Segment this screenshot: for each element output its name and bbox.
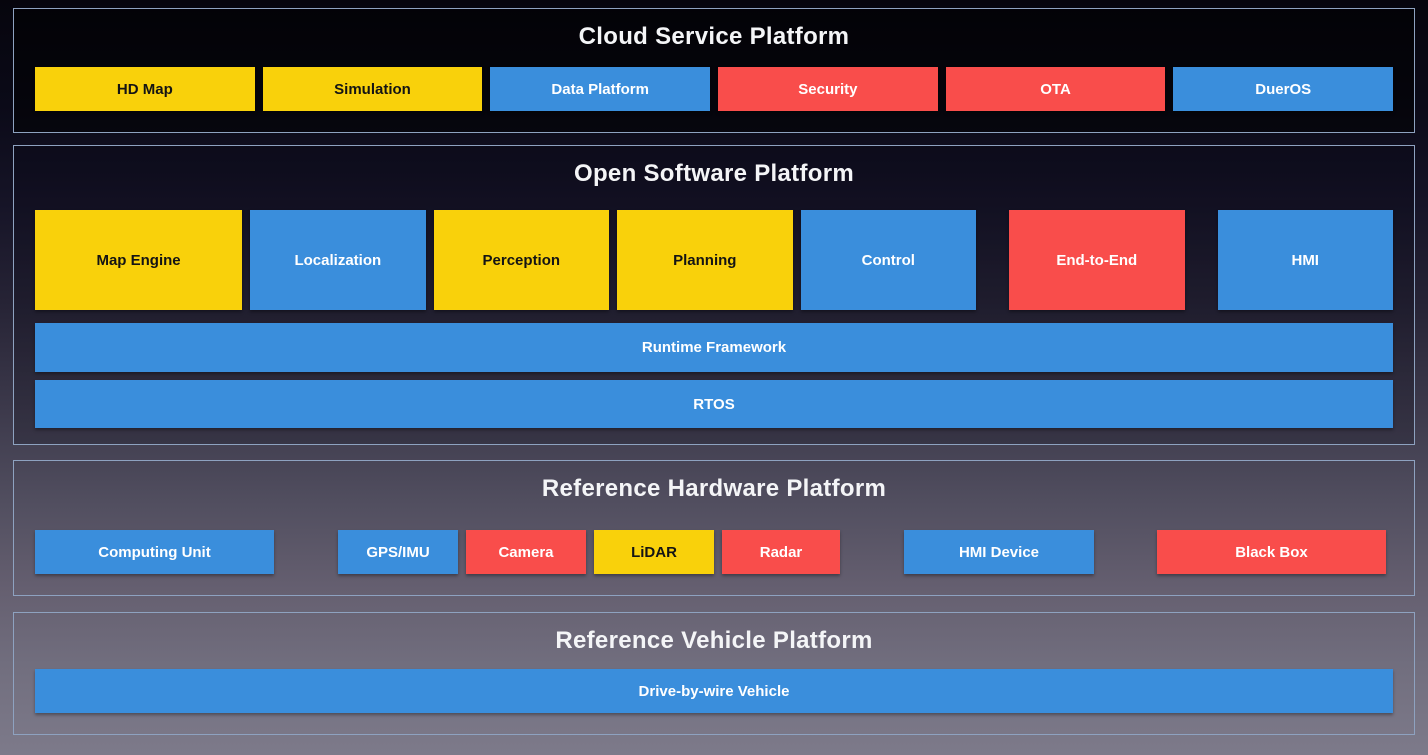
box-perception: Perception	[433, 210, 610, 310]
box-dueros: DuerOS	[1173, 67, 1394, 111]
box-security: Security	[718, 67, 938, 111]
box-localization: Localization	[250, 210, 426, 310]
open-software-platform-panel: Open Software Platform Map Engine Locali…	[13, 145, 1415, 445]
box-hmi-device: HMI Device	[904, 530, 1094, 574]
box-data-platform: Data Platform	[490, 67, 711, 111]
reference-hardware-platform-panel: Reference Hardware Platform Computing Un…	[13, 460, 1415, 596]
cloud-section-title: Cloud Service Platform	[578, 23, 850, 50]
hardware-boxes-row: Computing Unit GPS/IMU Camera LiDAR Rada…	[35, 530, 1393, 574]
box-hmi: HMI	[1217, 210, 1393, 310]
box-map-engine: Map Engine	[35, 210, 243, 310]
software-modules-row: Map Engine Localization Perception Plann…	[35, 210, 1393, 310]
box-computing-unit: Computing Unit	[35, 530, 274, 574]
box-planning: Planning	[617, 210, 793, 310]
bar-rtos: RTOS	[35, 380, 1393, 428]
box-camera: Camera	[466, 530, 586, 574]
box-end-to-end: End-to-End	[1009, 210, 1185, 310]
box-hd-map: HD Map	[35, 67, 255, 111]
cloud-service-platform-panel: Cloud Service Platform HD Map Simulation…	[13, 8, 1415, 133]
vehicle-section-title: Reference Vehicle Platform	[555, 627, 873, 654]
bar-runtime-framework: Runtime Framework	[35, 323, 1393, 372]
box-ota: OTA	[945, 67, 1166, 111]
box-control: Control	[800, 210, 977, 310]
vehicle-boxes-row: Drive-by-wire Vehicle	[35, 669, 1393, 713]
box-lidar: LiDAR	[594, 530, 714, 574]
cloud-boxes-row: HD Map Simulation Data Platform Security…	[35, 67, 1394, 111]
software-section-title: Open Software Platform	[574, 160, 854, 187]
reference-vehicle-platform-panel: Reference Vehicle Platform Drive-by-wire…	[13, 612, 1415, 735]
bar-drive-by-wire-vehicle: Drive-by-wire Vehicle	[35, 669, 1393, 713]
hardware-section-title: Reference Hardware Platform	[541, 475, 887, 502]
box-radar: Radar	[722, 530, 840, 574]
box-gps-imu: GPS/IMU	[338, 530, 458, 574]
box-black-box: Black Box	[1157, 530, 1386, 574]
box-simulation: Simulation	[262, 67, 483, 111]
